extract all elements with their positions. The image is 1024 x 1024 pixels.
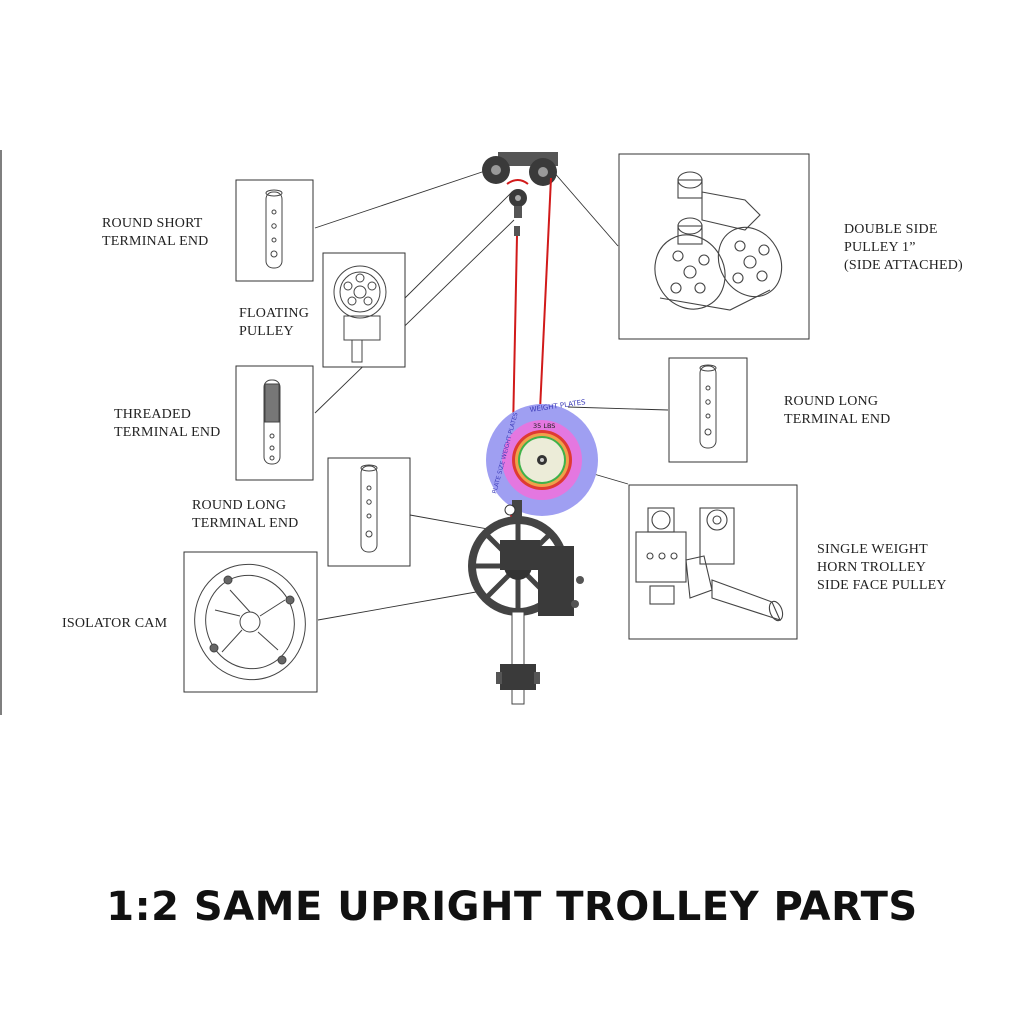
- top-pulley-block: [482, 152, 558, 236]
- label-round-long-terminal-end-right: ROUND LONG TERMINAL END: [784, 394, 891, 427]
- label-round-short-terminal-end: ROUND SHORT TERMINAL END: [102, 216, 209, 249]
- box-isolator-cam: [183, 551, 318, 693]
- isolator-cam-wheel: [468, 500, 584, 616]
- round-long-terminal-left-sketch: [360, 464, 378, 553]
- label-threaded-terminal-end: THREADED TERMINAL END: [114, 407, 221, 440]
- isolator-cam-sketch: [194, 563, 306, 681]
- floating-pulley-sketch: [333, 265, 387, 363]
- label-isolator-cam: ISOLATOR CAM: [62, 616, 168, 631]
- upright-post: [496, 611, 540, 705]
- weight-plate: WEIGHT PLATES PLATE SIZE WEIGHT PLATES 3…: [486, 398, 598, 516]
- box-double-side-pulley: [618, 153, 810, 340]
- box-round-long-terminal-left: [327, 457, 411, 567]
- page-caption: 1:2 SAME UPRIGHT TROLLEY PARTS: [106, 884, 918, 930]
- round-long-terminal-right-sketch: [699, 364, 717, 449]
- box-floating-pulley: [322, 252, 406, 368]
- plate-weight-text: 35 LBS: [533, 422, 555, 430]
- box-round-short-terminal: [235, 179, 314, 282]
- threaded-terminal-sketch: [263, 379, 281, 465]
- part-boxes: [183, 153, 810, 693]
- single-weight-trolley-sketch: [635, 507, 784, 622]
- box-round-long-terminal-right: [668, 357, 748, 463]
- label-double-side-pulley: DOUBLE SIDE PULLEY 1” (SIDE ATTACHED): [844, 222, 963, 273]
- leader-lines: [314, 169, 669, 621]
- label-single-weight-horn-trolley: SINGLE WEIGHT HORN TROLLEY SIDE FACE PUL…: [817, 542, 947, 593]
- round-short-terminal-sketch: [265, 189, 283, 269]
- label-round-long-terminal-end-left: ROUND LONG TERMINAL END: [192, 498, 299, 531]
- label-floating-pulley: FLOATING PULLEY: [239, 306, 310, 339]
- double-side-pulley-sketch: [654, 171, 783, 311]
- box-threaded-terminal: [235, 365, 314, 481]
